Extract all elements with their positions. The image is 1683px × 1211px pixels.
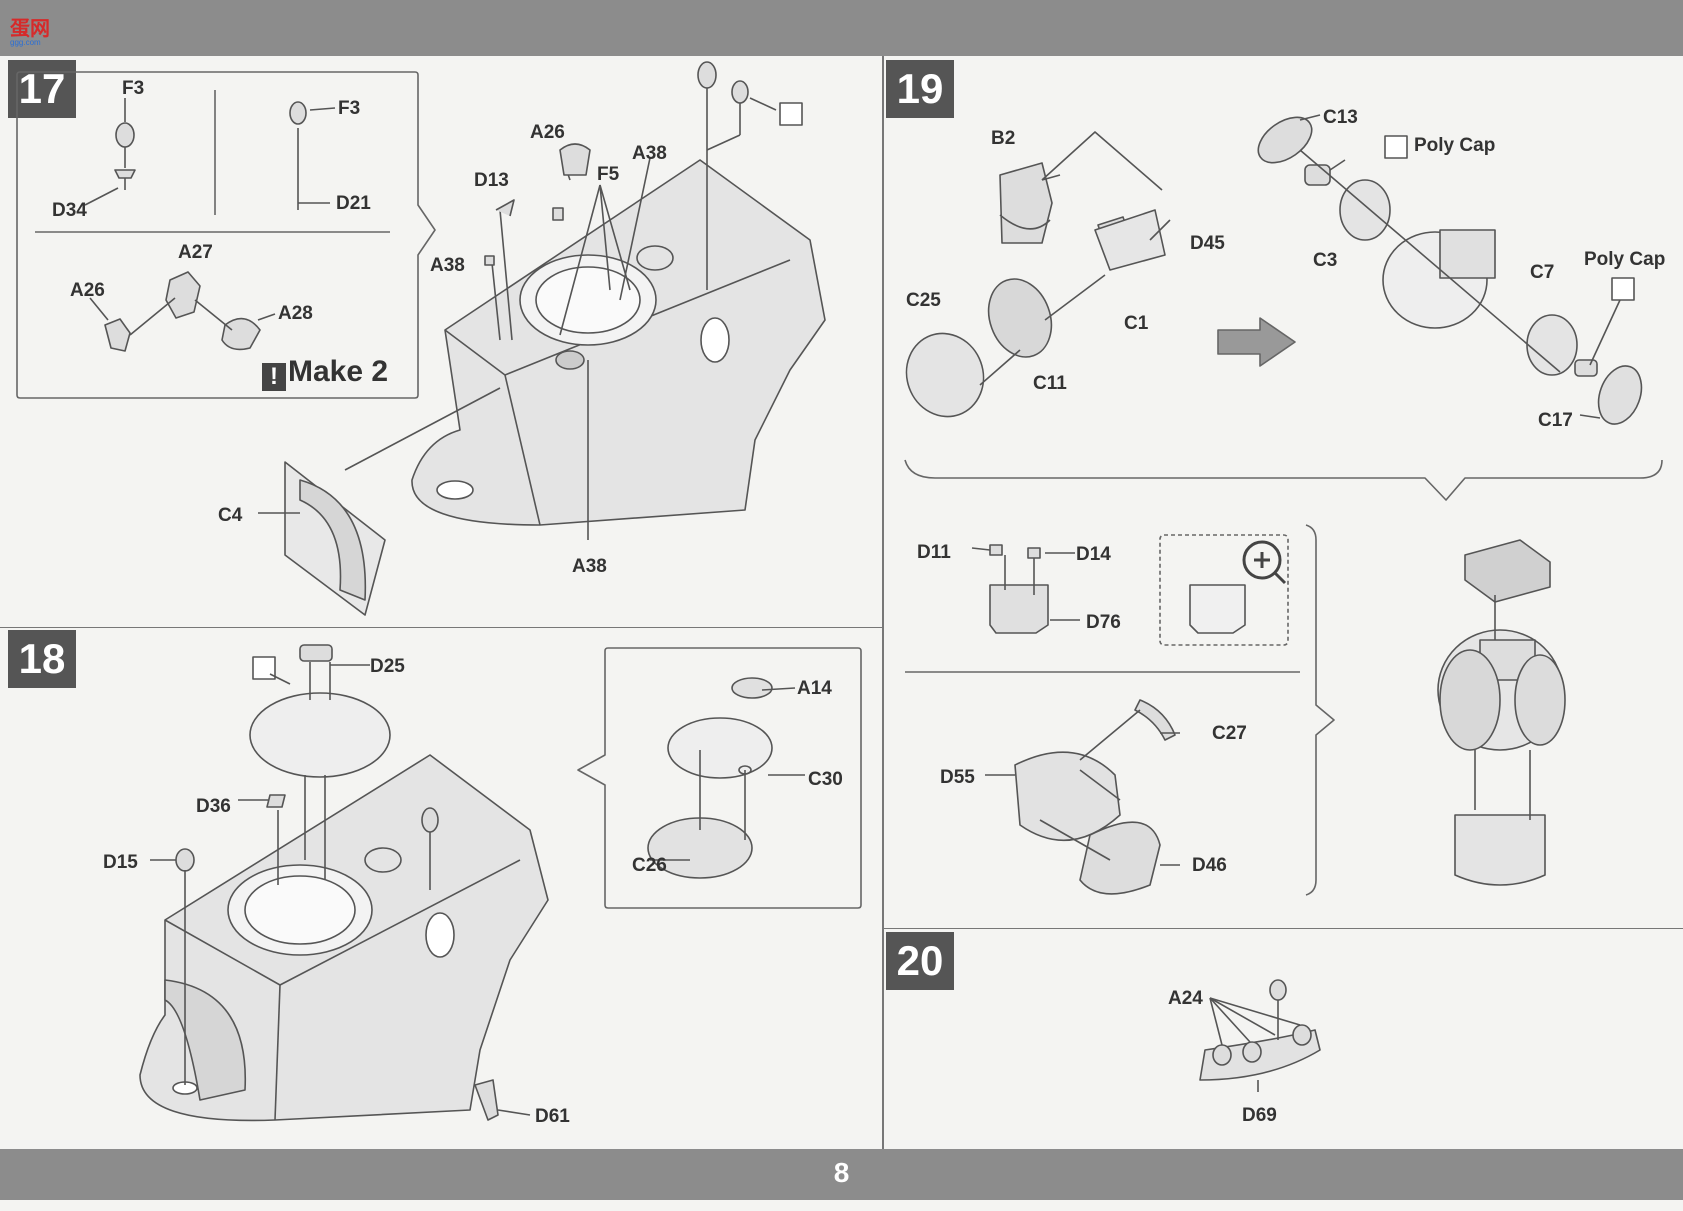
warning-icon: ! (262, 363, 286, 391)
label-a26: A26 (70, 280, 105, 301)
label-d11: D11 (917, 542, 951, 563)
step-17-badge: 17 (8, 60, 76, 118)
label-d55: D55 (940, 767, 975, 788)
label-f3: F3 (338, 98, 361, 119)
label-c1: C1 (1124, 313, 1149, 334)
label-c25: C25 (906, 290, 941, 311)
label-a38: A38 (572, 556, 607, 577)
label-d69: D69 (1242, 1105, 1277, 1126)
step-18-badge: 18 (8, 630, 76, 688)
label-c26: C26 (632, 855, 667, 876)
label-b2: B2 (991, 128, 1016, 149)
label-c17: C17 (1538, 410, 1573, 431)
label-d21: D21 (336, 193, 371, 214)
site-logo-text: 蛋网 (10, 18, 50, 40)
label-c13: C13 (1323, 107, 1358, 128)
label-f5: F5 (597, 164, 620, 185)
divider-17-18 (0, 627, 882, 628)
label-c3: C3 (1313, 250, 1338, 271)
label-a28: A28 (278, 303, 313, 324)
make-note-text: Make 2 (288, 355, 389, 388)
label-d13: D13 (474, 170, 509, 191)
label-a24: A24 (1168, 988, 1203, 1009)
label-a38: A38 (430, 255, 465, 276)
label-d61: D61 (535, 1106, 570, 1127)
footer-band (0, 1149, 1683, 1200)
label-a38: A38 (632, 143, 667, 164)
label-d14: D14 (1076, 544, 1111, 565)
page-number: 8 (833, 1157, 850, 1188)
step-20-badge: 20 (886, 932, 954, 990)
label-d76: D76 (1086, 612, 1121, 633)
label-d36: D36 (196, 796, 231, 817)
label-d34: D34 (52, 200, 87, 221)
header-band (0, 0, 1683, 56)
vertical-divider (882, 56, 884, 1149)
label-a26: A26 (530, 122, 565, 143)
site-logo-sub: ggg.com (10, 38, 41, 47)
make-note: !Make 2 (262, 355, 388, 391)
label-a27: A27 (178, 242, 213, 263)
label-d46: D46 (1192, 855, 1227, 876)
label-d45: D45 (1190, 233, 1225, 254)
label-c30: C30 (808, 769, 843, 790)
divider-19-20 (884, 928, 1683, 929)
label-d25: D25 (370, 656, 405, 677)
label-a14: A14 (797, 678, 832, 699)
label-d15: D15 (103, 852, 138, 873)
label-c27: C27 (1212, 723, 1247, 744)
label-f3: F3 (122, 78, 145, 99)
site-logo: 蛋网 ggg.com (4, 6, 76, 47)
label-poly-cap: Poly Cap (1584, 249, 1666, 270)
label-c11: C11 (1033, 373, 1067, 394)
step-19-badge: 19 (886, 60, 954, 118)
label-c4: C4 (218, 505, 243, 526)
label-c7: C7 (1530, 262, 1555, 283)
label-poly-cap: Poly Cap (1414, 135, 1496, 156)
